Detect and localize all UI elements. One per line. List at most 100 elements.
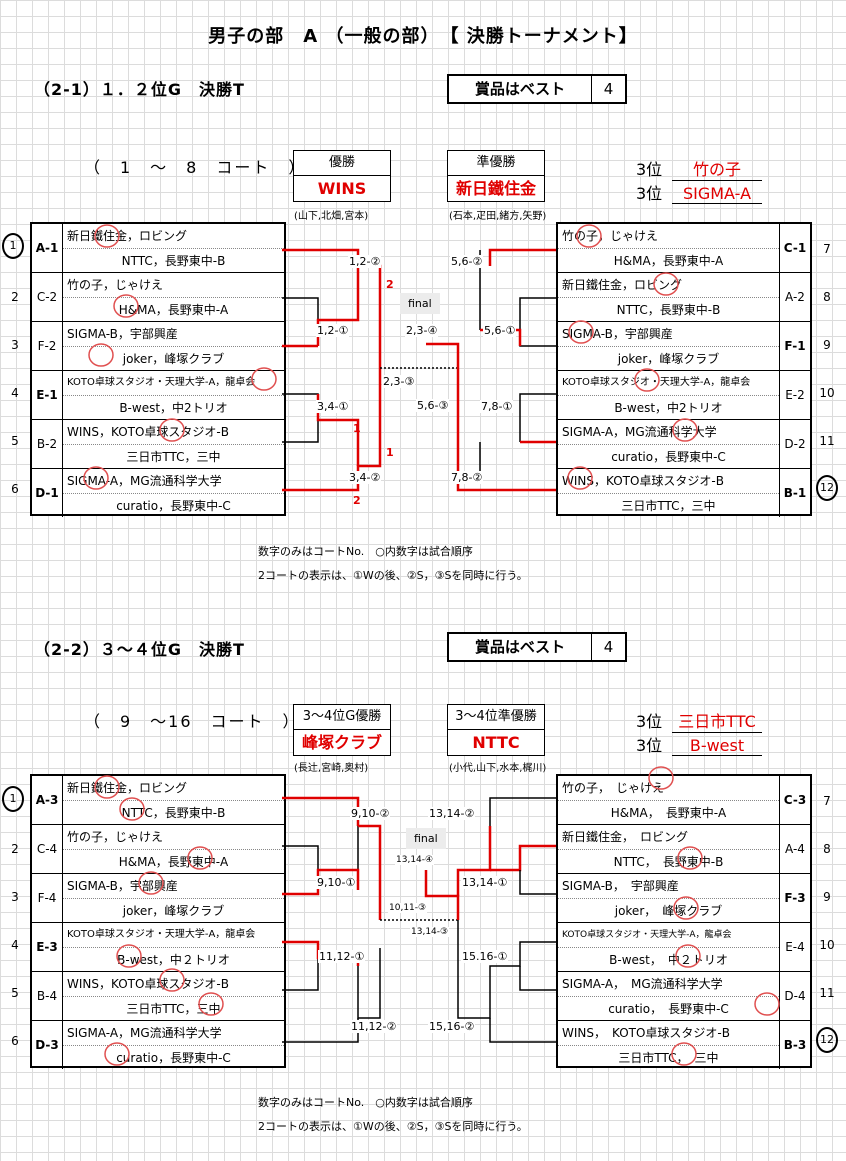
block-code: A-4 <box>785 842 805 856</box>
team-line1: 竹の子，じゃけえ <box>63 825 284 850</box>
third-place-1: 3位竹の子 <box>636 156 762 181</box>
match-label: 2,3-③ <box>382 375 416 388</box>
note-line1: 数字のみはコートNo. ○内数字は試合順序 <box>258 545 473 558</box>
court-number: 6 <box>11 1034 19 1048</box>
block-code: B-3 <box>783 1038 807 1052</box>
team-line1: KOTO卓球スタジオ・天理大学-A，龍卓会 <box>63 371 284 396</box>
block-code: D-4 <box>784 989 806 1003</box>
team-row: SIGMA-A，MG流通科学大学 curatio，長野東中-C D-2 <box>558 420 810 469</box>
third-name: B-west <box>672 736 762 756</box>
block-code: A-2 <box>785 290 805 304</box>
runner-name: 新日鐵住金 <box>455 179 536 198</box>
runner-name: NTTC <box>472 733 520 752</box>
team-row: 竹の子， じゃけえ H&MA， 長野東中-A C-3 <box>558 776 810 825</box>
team-row: A-3 新日鐵住金，ロビング NTTC，長野東中-B <box>32 776 284 825</box>
section1-heading: （2-1）１．２位G 決勝T <box>34 80 245 99</box>
runner-label: 準優勝 <box>448 151 544 176</box>
team-line2: curatio，長野東中-C <box>116 499 231 513</box>
block-code: C-4 <box>32 825 63 873</box>
section2-court-range: （ 9 ～16 コート ） <box>84 712 301 731</box>
court-number: 9 <box>823 890 831 904</box>
match-label: 2,3-④ <box>405 324 439 337</box>
section1-right-table: 竹の子，じゃけえ H&MA，長野東中-A C-1 新日鐵住金，ロビング NTTC… <box>556 222 812 517</box>
third-name: 竹の子 <box>672 156 762 181</box>
match-label: 13,14-② <box>428 807 476 820</box>
block-code: B-2 <box>32 420 63 468</box>
team-line1: 新日鐵住金，ロビング <box>63 776 284 801</box>
team-line1: 新日鐵住金，ロビング <box>558 273 779 298</box>
team-line1: 竹の子，じゃけえ <box>558 224 779 249</box>
team-line2: NTTC，長野東中-B <box>121 254 226 268</box>
team-line2: B-west，中２トリオ <box>117 953 230 967</box>
team-row: E-1 KOTO卓球スタジオ・天理大学-A，龍卓会 B-west，中2トリオ <box>32 371 284 420</box>
team-line1: WINS，KOTO卓球スタジオ-B <box>558 469 779 494</box>
match-label: 15.16-① <box>461 950 509 963</box>
team-line1: KOTO卓球スタジオ・天理大学-A，龍卓会 <box>63 923 284 948</box>
block-code: E-2 <box>785 388 805 402</box>
block-code: D-2 <box>784 437 806 451</box>
team-row: A-1 新日鐵住金，ロビング NTTC，長野東中-B <box>32 224 284 273</box>
section2-winner-box: 3～4位G優勝 峰塚クラブ <box>293 704 391 756</box>
team-row: C-4 竹の子，じゃけえ H&MA，長野東中-A <box>32 825 284 874</box>
third-name: SIGMA-A <box>672 184 762 204</box>
team-line1: KOTO卓球スタジオ・天理大学-A，龍卓会 <box>558 371 779 396</box>
team-row: SIGMA-A， MG流通科学大学 curatio， 長野東中-C D-4 <box>558 972 810 1021</box>
team-line2: NTTC，長野東中-B <box>121 806 226 820</box>
team-line2: B-west， 中２トリオ <box>609 953 728 967</box>
court-number: 2 <box>11 290 19 304</box>
section1-court-range: （ 1 ～ 8 コート ） <box>84 158 307 177</box>
section2-heading: （2-2）３～４位G 決勝T <box>34 640 245 659</box>
team-row: D-3 SIGMA-A，MG流通科学大学 curatio，長野東中-C <box>32 1021 284 1069</box>
team-line1: 竹の子，じゃけえ <box>63 273 284 298</box>
page-title: 男子の部 A （一般の部） 【 決勝トーナメント】 <box>208 26 638 47</box>
team-line1: SIGMA-A，MG流通科学大学 <box>558 420 779 445</box>
team-line1: KOTO卓球スタジオ・天理大学-A，龍卓会 <box>558 923 779 948</box>
prize-label: 賞品はベスト <box>449 76 592 102</box>
third-name: 三日市TTC <box>672 708 762 733</box>
winner-name: 峰塚クラブ <box>301 733 382 752</box>
team-row: B-2 WINS，KOTO卓球スタジオ-B 三日市TTC，三中 <box>32 420 284 469</box>
team-line2: NTTC， 長野東中-B <box>613 855 724 869</box>
section1-prize-box: 賞品はベスト 4 <box>447 74 627 104</box>
result-number: 2 <box>353 494 361 507</box>
team-line2: curatio，長野東中-C <box>116 1051 231 1065</box>
section1-winner-box: 優勝 WINS <box>293 150 391 202</box>
team-line1: 竹の子， じゃけえ <box>558 776 779 801</box>
match-label: 13,14-④ <box>395 855 435 865</box>
court-number: 3 <box>11 890 19 904</box>
section1-left-table: A-1 新日鐵住金，ロビング NTTC，長野東中-B C-2 竹の子，じゃけえ … <box>30 222 286 517</box>
court-number: 4 <box>11 386 19 400</box>
block-code: B-1 <box>783 486 807 500</box>
court-number: 5 <box>11 434 19 448</box>
court-number: 7 <box>823 794 831 808</box>
match-label: 1,2-① <box>316 324 350 337</box>
block-code: F-2 <box>32 322 63 370</box>
match-label: 13,14-③ <box>410 927 450 937</box>
match-label: 10,11-③ <box>388 903 428 913</box>
runner-label: 3～4位準優勝 <box>448 705 544 730</box>
block-code: F-1 <box>784 339 806 353</box>
team-line1: SIGMA-B，宇部興産 <box>63 322 284 347</box>
team-line2: 三日市TTC，三中 <box>126 450 221 464</box>
third-place-1: 3位三日市TTC <box>636 708 762 733</box>
court-number: 4 <box>11 938 19 952</box>
block-code: D-1 <box>32 469 63 517</box>
note-line1: 数字のみはコートNo. ○内数字は試合順序 <box>258 1096 473 1109</box>
team-line2: H&MA，長野東中-A <box>118 855 229 869</box>
court-number: 11 <box>819 434 835 448</box>
court-number: 12 <box>816 1027 838 1053</box>
team-row: KOTO卓球スタジオ・天理大学-A，龍卓会 B-west， 中２トリオ E-4 <box>558 923 810 972</box>
team-line2: H&MA， 長野東中-A <box>610 806 727 820</box>
court-number: 5 <box>11 986 19 1000</box>
match-label: 15,16-② <box>428 1020 476 1033</box>
team-row: WINS，KOTO卓球スタジオ-B 三日市TTC，三中 B-1 <box>558 469 810 517</box>
court-number: 11 <box>819 986 835 1000</box>
winner-name: WINS <box>317 179 367 198</box>
block-code: C-3 <box>783 793 807 807</box>
match-label: 7,8-② <box>450 471 484 484</box>
block-code: E-1 <box>32 371 63 419</box>
team-line1: WINS，KOTO卓球スタジオ-B <box>63 420 284 445</box>
